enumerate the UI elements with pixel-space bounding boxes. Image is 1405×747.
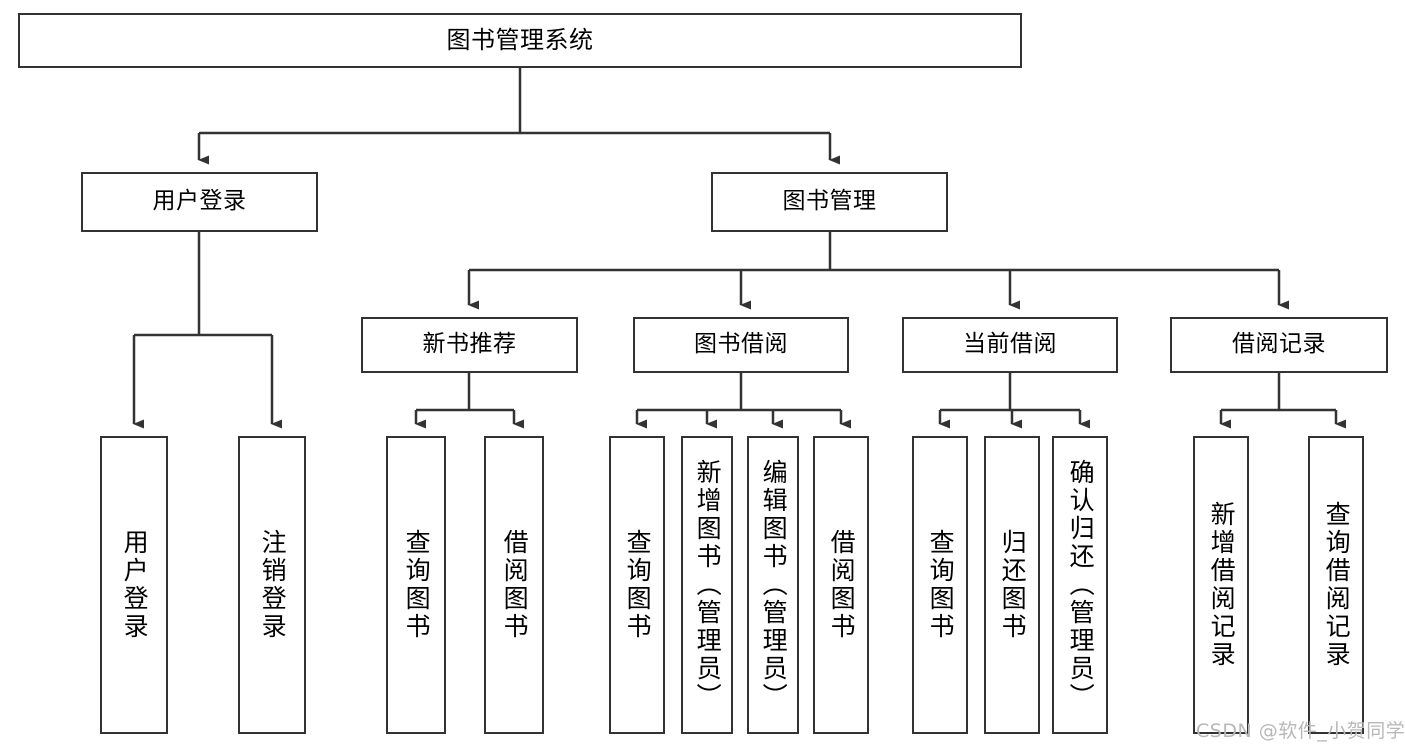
node-book-manage-label: 图书管理 xyxy=(782,188,877,215)
node-root-label: 图书管理系统 xyxy=(446,26,594,55)
node-root[interactable]: 图书管理系统 xyxy=(18,13,1022,68)
node-leaf-query-book-3-label: 查询图书 xyxy=(926,529,956,641)
node-leaf-borrow-book-1[interactable]: 借阅图书 xyxy=(484,436,544,734)
node-current-borrow[interactable]: 当前借阅 xyxy=(902,317,1118,373)
node-new-book-recommend-label: 新书推荐 xyxy=(422,331,517,358)
node-leaf-logout-label: 注销登录 xyxy=(258,529,288,641)
node-leaf-logout[interactable]: 注销登录 xyxy=(238,436,306,734)
node-leaf-edit-book[interactable]: 编辑图书（管理员） xyxy=(747,436,799,734)
node-leaf-add-record-label: 新增借阅记录 xyxy=(1207,501,1237,669)
node-leaf-confirm-return[interactable]: 确认归还（管理员） xyxy=(1052,436,1108,734)
node-leaf-query-book-1[interactable]: 查询图书 xyxy=(386,436,446,734)
node-leaf-add-record[interactable]: 新增借阅记录 xyxy=(1193,436,1249,734)
node-leaf-borrow-book-2[interactable]: 借阅图书 xyxy=(813,436,869,734)
node-user-login[interactable]: 用户登录 xyxy=(81,172,318,232)
csdn-watermark: CSDN @软件_小贺同学 xyxy=(1196,720,1405,742)
node-leaf-confirm-return-label: 确认归还（管理员） xyxy=(1066,459,1096,711)
node-current-borrow-label: 当前借阅 xyxy=(963,331,1057,358)
node-leaf-return-book-label: 归还图书 xyxy=(998,529,1028,641)
node-leaf-edit-book-label: 编辑图书（管理员） xyxy=(759,459,789,711)
node-leaf-user-login-label: 用户登录 xyxy=(120,529,150,641)
node-leaf-borrow-book-1-label: 借阅图书 xyxy=(500,529,530,641)
node-leaf-query-book-2[interactable]: 查询图书 xyxy=(609,436,665,734)
node-leaf-query-book-2-label: 查询图书 xyxy=(623,529,653,641)
node-leaf-query-book-1-label: 查询图书 xyxy=(402,529,432,641)
node-leaf-add-book-label: 新增图书（管理员） xyxy=(693,459,723,711)
node-leaf-user-login[interactable]: 用户登录 xyxy=(100,436,168,734)
node-borrow-record-label: 借阅记录 xyxy=(1232,331,1326,358)
node-leaf-query-record-label: 查询借阅记录 xyxy=(1322,501,1352,669)
node-user-login-label: 用户登录 xyxy=(152,188,247,215)
node-leaf-query-record[interactable]: 查询借阅记录 xyxy=(1308,436,1364,734)
node-book-borrow-label: 图书借阅 xyxy=(694,331,788,358)
node-leaf-query-book-3[interactable]: 查询图书 xyxy=(912,436,968,734)
node-leaf-add-book[interactable]: 新增图书（管理员） xyxy=(681,436,733,734)
node-new-book-recommend[interactable]: 新书推荐 xyxy=(361,317,578,373)
node-book-manage[interactable]: 图书管理 xyxy=(711,172,948,232)
node-book-borrow[interactable]: 图书借阅 xyxy=(633,317,849,373)
node-leaf-return-book[interactable]: 归还图书 xyxy=(984,436,1040,734)
node-borrow-record[interactable]: 借阅记录 xyxy=(1170,317,1388,373)
node-leaf-borrow-book-2-label: 借阅图书 xyxy=(827,529,857,641)
